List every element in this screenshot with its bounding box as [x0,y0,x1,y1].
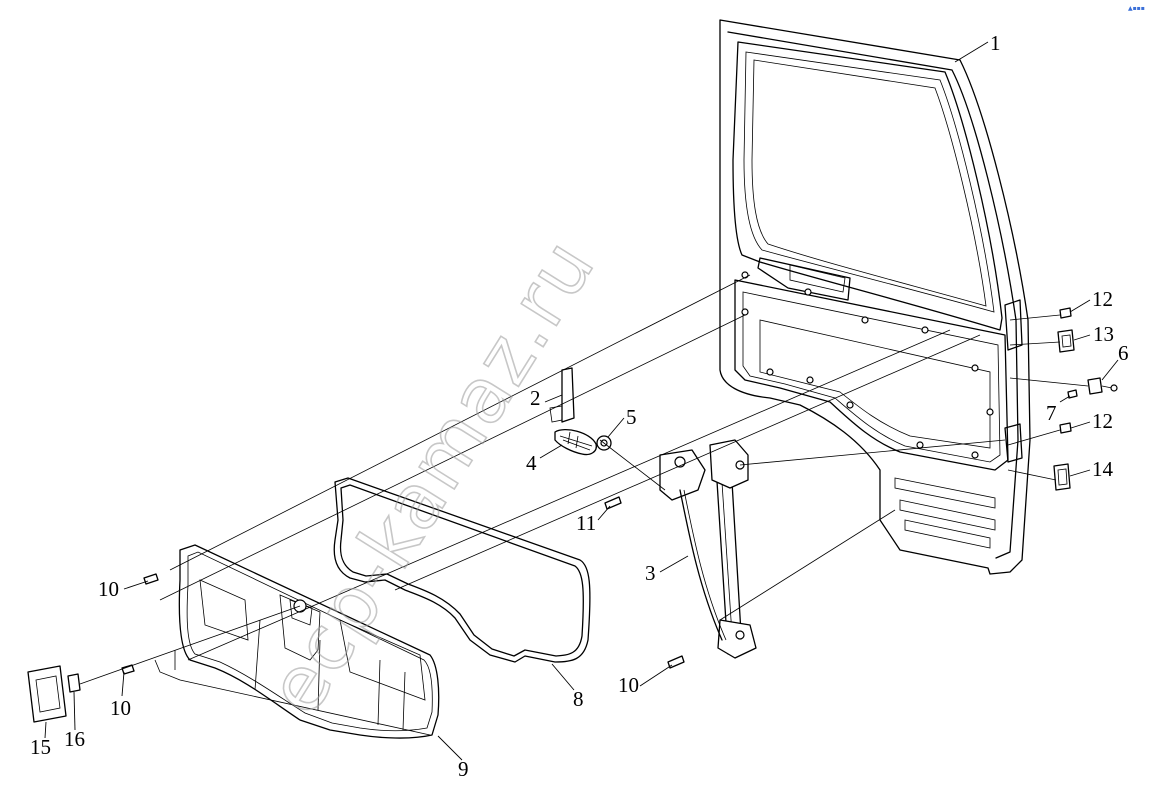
callout-12a: 12 [1092,287,1113,311]
part-14-plate [1053,463,1071,491]
callout-13: 13 [1093,322,1114,346]
callout-14: 14 [1092,457,1114,481]
part-16-gasket [67,673,81,693]
part-12-bolt-upper [1059,307,1072,319]
callout-1: 1 [990,31,1001,55]
callout-7: 7 [1046,401,1057,425]
callout-8: 8 [573,687,584,711]
callout-9: 9 [458,757,469,781]
part-3-window-regulator [659,439,757,659]
part-10-screw-a [143,573,159,585]
callout-numbers: 1 2 3 4 5 6 7 8 9 10 10 10 11 12 13 12 1… [30,31,1129,781]
assembly-lines [79,274,1089,685]
callout-6: 6 [1118,341,1129,365]
callout-16: 16 [64,727,85,751]
callout-11: 11 [576,511,596,535]
part-7-screw [1067,389,1078,399]
leader-lines [44,41,1119,761]
callout-15: 15 [30,735,51,759]
callout-10c: 10 [618,673,639,697]
callout-2: 2 [530,386,541,410]
part-11-screw [604,496,622,510]
part-8-seal [333,477,591,663]
part-15-pull-cup [27,665,67,723]
callout-12b: 12 [1092,409,1113,433]
part-4-inner-handle [554,429,597,456]
callout-4: 4 [526,451,537,475]
callout-10b: 10 [110,696,131,720]
part-2-bracket [549,367,575,423]
watermark: ecp-kamaz.ru [250,223,612,729]
door-panel [719,19,1031,575]
callout-10a: 10 [98,577,119,601]
part-10-screw-b [121,664,135,675]
part-12-bolt-lower [1059,422,1072,434]
callout-5: 5 [626,405,637,429]
part-6-lock-striker [1087,377,1118,395]
callout-3: 3 [645,561,656,585]
part-13-plate [1057,329,1075,353]
corner-mark: ▲▪▪▪ [1128,5,1145,12]
